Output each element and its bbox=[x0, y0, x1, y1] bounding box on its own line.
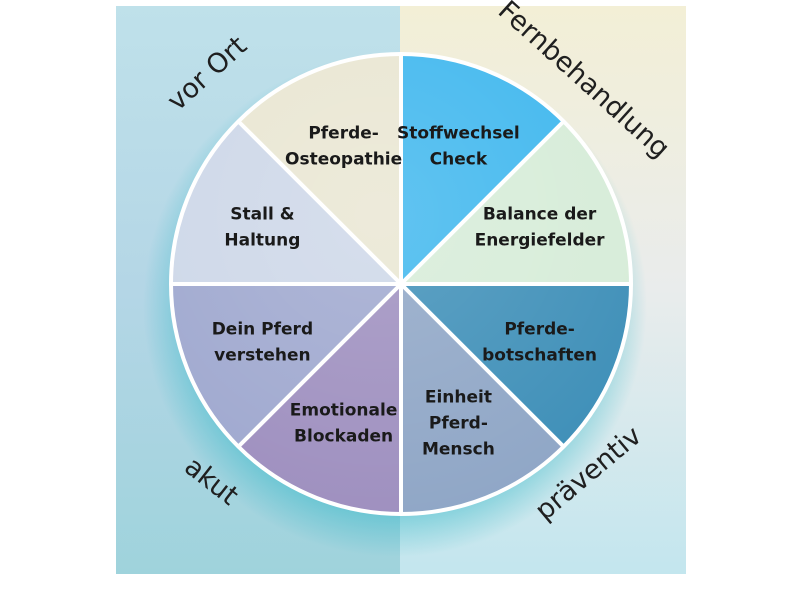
segment-label: Balance der bbox=[483, 205, 597, 225]
segment-label: Pferd- bbox=[429, 414, 488, 434]
segment-label: Stall & bbox=[230, 205, 294, 225]
segment-divider bbox=[236, 282, 403, 449]
segment-label: Energiefelder bbox=[475, 231, 606, 251]
segment-label: Haltung bbox=[224, 231, 300, 251]
segment-label: Mensch bbox=[422, 440, 495, 460]
segment-divider bbox=[399, 119, 566, 286]
segment-divider bbox=[399, 282, 566, 449]
segment-label: Stoffwechsel bbox=[397, 123, 520, 143]
segment-label: Pferde- bbox=[504, 319, 575, 339]
segment-divider bbox=[236, 119, 403, 286]
segment-label: Osteopathie bbox=[285, 149, 402, 169]
segment-label: verstehen bbox=[214, 345, 311, 365]
segment-label: Pferde- bbox=[308, 123, 379, 143]
wheel-dividers bbox=[171, 54, 631, 514]
segment-label: botschaften bbox=[482, 345, 597, 365]
segment-label: Einheit bbox=[425, 388, 492, 408]
wheel-rim bbox=[169, 52, 633, 516]
segment-label: Check bbox=[430, 149, 488, 169]
segment-label: Blockaden bbox=[294, 427, 393, 447]
segment-label: Dein Pferd bbox=[212, 319, 313, 339]
segment-label: Emotionale bbox=[290, 401, 398, 421]
